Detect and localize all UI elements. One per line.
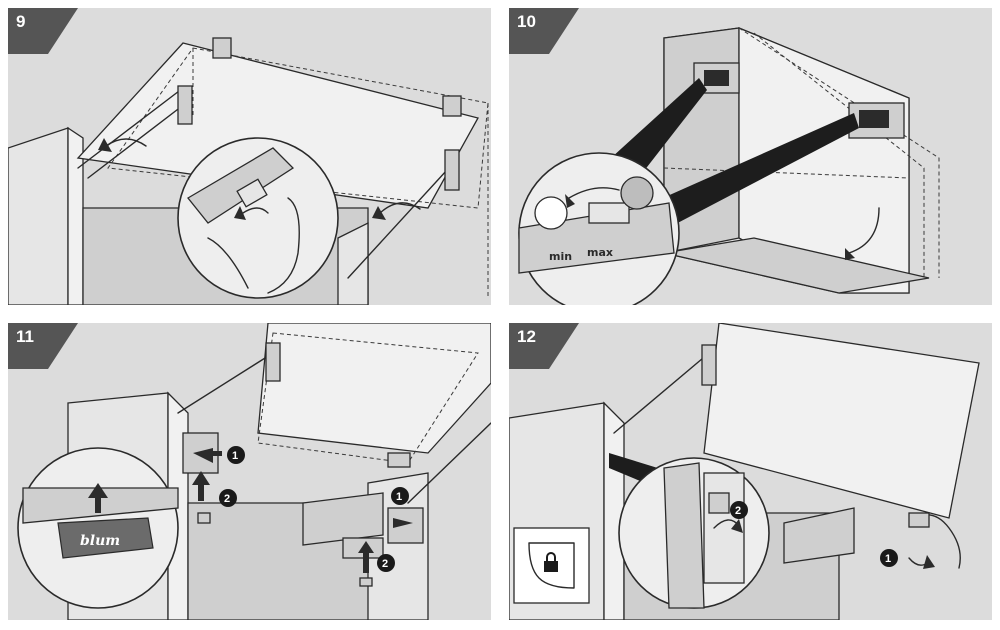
blum-logo-text: blum [80, 533, 120, 549]
step-11-illustration: 1 2 1 2 blum [17, 323, 491, 620]
step-12-panel: 1 2 12 [509, 323, 992, 620]
step-9-tab: 9 [8, 8, 78, 54]
step-10-panel: min max 10 [509, 8, 992, 305]
step-11-number: 11 [16, 327, 34, 346]
step-10-illustration: min max [518, 27, 940, 305]
step-9-panel: 9 [8, 8, 491, 305]
step-9-number: 9 [16, 12, 26, 31]
step-11-tab: 11 [8, 323, 78, 369]
step-12-number: 12 [517, 327, 536, 346]
callout-1-left: 1 [232, 450, 238, 462]
max-label: max [587, 246, 613, 259]
step-12-illustration: 1 2 [509, 323, 980, 620]
step-10-tab: 10 [509, 8, 579, 54]
step-10-number: 10 [517, 12, 536, 31]
step-9-illustration [8, 37, 489, 305]
min-label: min [549, 250, 572, 263]
lock-icon [544, 552, 558, 572]
step-11-panel: 1 2 1 2 blum 11 [8, 323, 491, 620]
callout-2-right: 2 [382, 558, 388, 570]
callout-1: 1 [885, 553, 891, 565]
callout-1-right: 1 [396, 491, 402, 503]
step-12-tab: 12 [509, 323, 579, 369]
callout-2: 2 [735, 505, 741, 517]
callout-2-left: 2 [224, 493, 230, 505]
